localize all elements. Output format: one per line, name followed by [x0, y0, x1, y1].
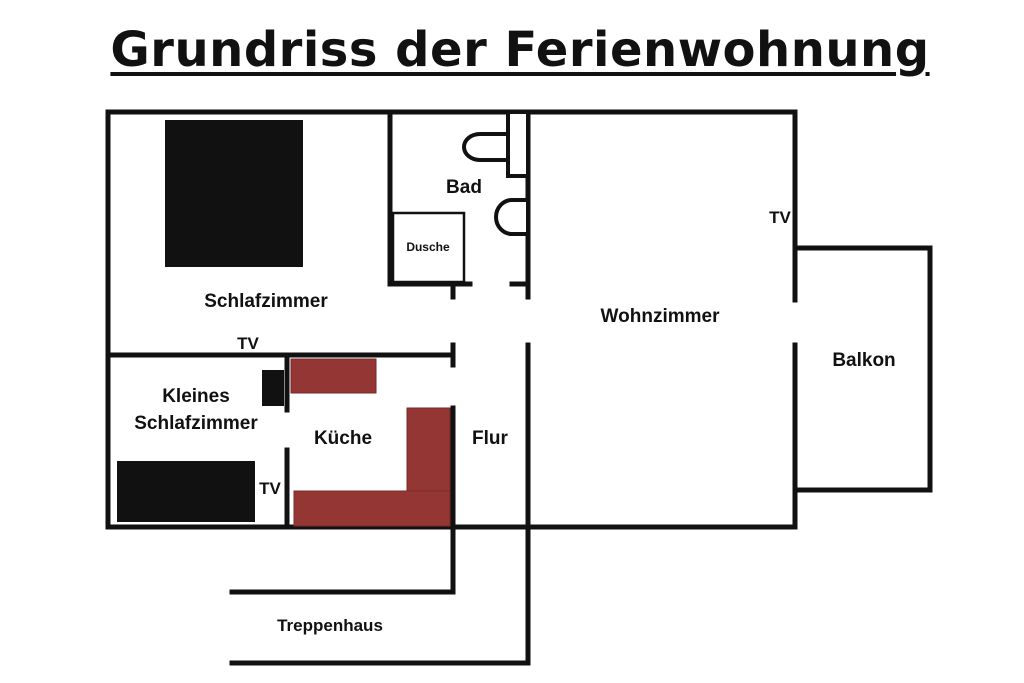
- room-label-flur: Flur: [472, 428, 508, 449]
- toilet-niche: [506, 110, 530, 178]
- tv-label-kleines-schlafzimmer: TV: [259, 479, 281, 498]
- room-label-kueche: Küche: [313, 428, 373, 449]
- sink-icon: [494, 198, 530, 236]
- tv-label-schlafzimmer: TV: [237, 334, 259, 353]
- double-bed: [165, 120, 303, 267]
- kitchen-counters: [290, 358, 451, 527]
- room-label-bad: Bad: [446, 177, 482, 198]
- furniture: [117, 120, 303, 522]
- room-label-wohnzimmer: Wohnzimmer: [600, 306, 720, 327]
- room-label-dusche: Dusche: [406, 240, 450, 254]
- room-label-kleines-schlafzimmer: Schlafzimmer: [134, 413, 258, 434]
- wardrobe: [262, 370, 284, 406]
- kitchen-counter-top: [290, 358, 377, 394]
- single-bed: [117, 461, 255, 522]
- kitchen-counter-bottom: [293, 490, 451, 527]
- room-label-schlafzimmer: Schlafzimmer: [204, 291, 328, 312]
- tv-label-wohnzimmer: TV: [769, 208, 791, 227]
- shower-box: [391, 211, 466, 284]
- toilet-icon: [462, 132, 510, 162]
- bathroom-fixtures: [391, 110, 530, 284]
- room-label-treppenhaus: Treppenhaus: [277, 616, 383, 635]
- room-label-balkon: Balkon: [832, 350, 896, 371]
- plan-title: Grundriss der Ferienwohnung: [110, 22, 930, 78]
- room-label-kleines: Kleines: [162, 386, 230, 407]
